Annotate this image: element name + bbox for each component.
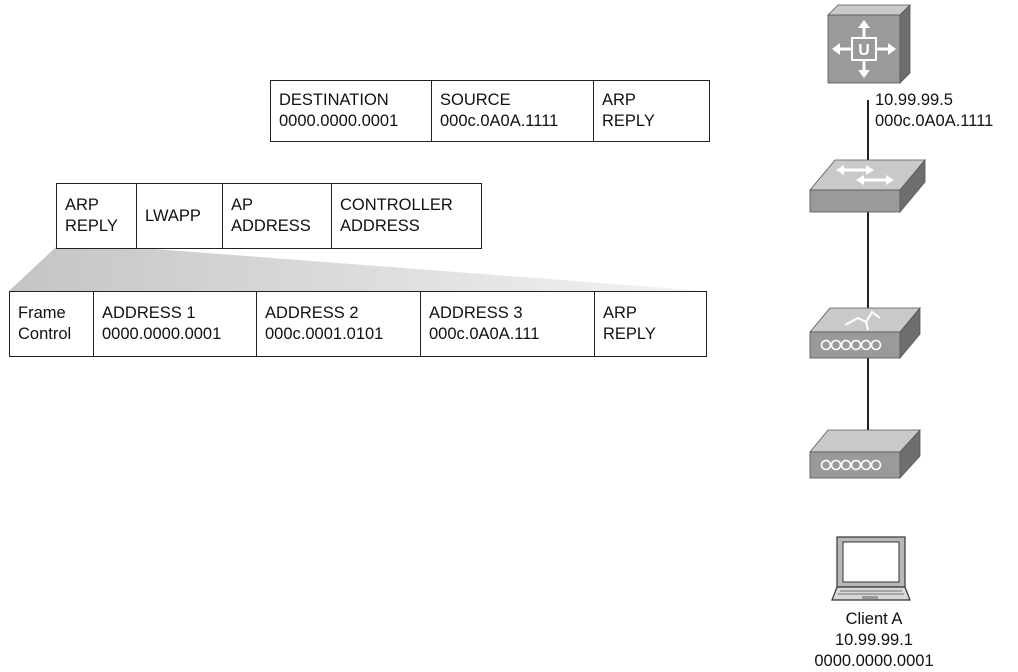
access-point-icon (809, 428, 921, 480)
controller-address-label: ADDRESS (340, 217, 420, 235)
client-name: Client A (845, 610, 903, 628)
lwapp-header-cell: LWAPP (136, 184, 222, 248)
client-label: Client A 10.99.99.1 0000.0000.0001 (806, 609, 942, 672)
lightweight-access-point-icon (809, 306, 921, 360)
controller-address-cell: CONTROLLER ADDRESS (331, 184, 481, 248)
ap-address-cell: AP ADDRESS (222, 184, 331, 248)
frame-control-cell: Frame Control (10, 292, 93, 356)
lwapp-label: LWAPP (145, 206, 201, 225)
address1-cell: ADDRESS 1 0000.0000.0001 (93, 292, 256, 356)
address1-label: ADDRESS 1 (102, 304, 196, 322)
source-label: SOURCE (440, 91, 511, 109)
address3-cell: ADDRESS 3 000c.0A0A.111 (420, 292, 594, 356)
wireless-arp-reply-cell: ARP REPLY (594, 292, 706, 356)
reply-label: REPLY (602, 112, 655, 130)
ap-address-label: ADDRESS (231, 217, 311, 235)
controller-label: 10.99.99.5 000c.0A0A.1111 (875, 90, 993, 132)
address2-cell: ADDRESS 2 000c.0001.0101 (256, 292, 420, 356)
switch-icon (809, 158, 926, 214)
destination-value: 0000.0000.0001 (279, 112, 399, 130)
lwapp-frame: ARP REPLY LWAPP AP ADDRESS CONTROLLER AD… (56, 183, 482, 249)
address3-value: 000c.0A0A.111 (429, 325, 540, 343)
lwapp-arp-reply-cell: ARP REPLY (57, 184, 136, 248)
address3-label: ADDRESS 3 (429, 304, 523, 322)
arp-label: ARP (603, 304, 637, 322)
reply-label: REPLY (603, 325, 656, 343)
controller-ip: 10.99.99.5 (875, 91, 953, 109)
address2-label: ADDRESS 2 (265, 304, 359, 322)
controller-mac: 000c.0A0A.1111 (875, 112, 994, 130)
destination-label: DESTINATION (279, 91, 389, 109)
source-value: 000c.0A0A.1111 (440, 112, 559, 130)
svg-text:U: U (858, 42, 870, 59)
ethernet-frame: DESTINATION 0000.0000.0001 SOURCE 000c.0… (270, 80, 710, 142)
ap-label: AP (231, 196, 254, 214)
destination-cell: DESTINATION 0000.0000.0001 (271, 81, 431, 141)
address2-value: 000c.0001.0101 (265, 325, 384, 343)
source-cell: SOURCE 000c.0A0A.1111 (431, 81, 593, 141)
wlan-controller-icon: U (827, 4, 911, 84)
arp-label: ARP (602, 91, 636, 109)
control-label: Control (18, 325, 72, 343)
reply-label: REPLY (65, 217, 118, 235)
wireless-frame: Frame Control ADDRESS 1 0000.0000.0001 A… (9, 291, 707, 357)
arp-reply-cell: ARP REPLY (593, 81, 709, 141)
client-ip: 10.99.99.1 (835, 631, 913, 649)
client-mac: 0000.0000.0001 (814, 652, 934, 670)
address1-value: 0000.0000.0001 (102, 325, 222, 343)
frame-label: Frame (18, 304, 66, 322)
controller-label: CONTROLLER (340, 196, 453, 214)
arp-label: ARP (65, 196, 99, 214)
laptop-icon (831, 536, 911, 601)
